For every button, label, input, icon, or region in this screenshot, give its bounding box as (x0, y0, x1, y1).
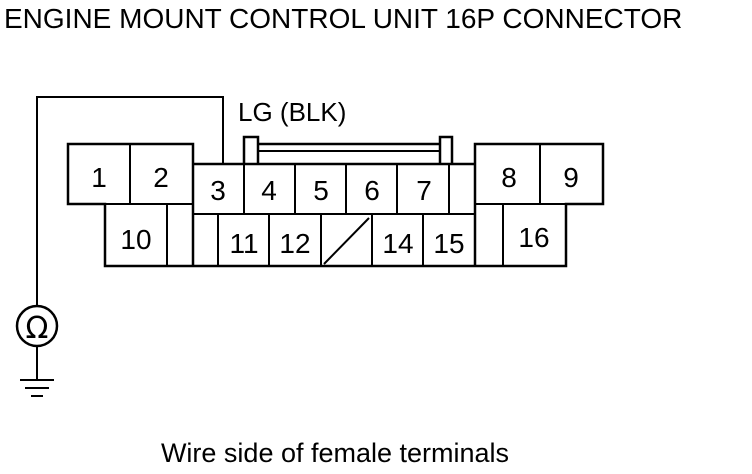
terminal-10-label: 10 (120, 224, 151, 255)
ohmmeter: Ω (15, 304, 59, 348)
terminal-7-label: 7 (416, 175, 432, 206)
terminal-4-label: 4 (261, 175, 277, 206)
terminal-16-label: 16 (518, 222, 549, 253)
diagram-caption: Wire side of female terminals (161, 438, 509, 468)
terminal-8-label: 8 (501, 162, 517, 193)
terminal-3-label: 3 (210, 175, 226, 206)
unused-cavity-mark (323, 217, 370, 265)
terminal-6-label: 6 (364, 175, 380, 206)
diagram-title: ENGINE MOUNT CONTROL UNIT 16P CONNECTOR (4, 3, 682, 34)
ohm-icon: Ω (26, 311, 49, 346)
terminal-1-label: 1 (91, 162, 107, 193)
terminal-9-label: 9 (563, 162, 579, 193)
probe-wire (36, 96, 224, 305)
terminal-11-label: 11 (229, 228, 258, 259)
ground-icon (20, 346, 54, 397)
terminal-14-label: 14 (382, 228, 413, 259)
wire-color-label: LG (BLK) (238, 97, 346, 127)
terminal-12-label: 12 (279, 228, 310, 259)
terminal-2-label: 2 (153, 162, 169, 193)
connector-body (66, 135, 605, 268)
terminal-5-label: 5 (313, 175, 329, 206)
terminal-15-label: 15 (433, 228, 464, 259)
